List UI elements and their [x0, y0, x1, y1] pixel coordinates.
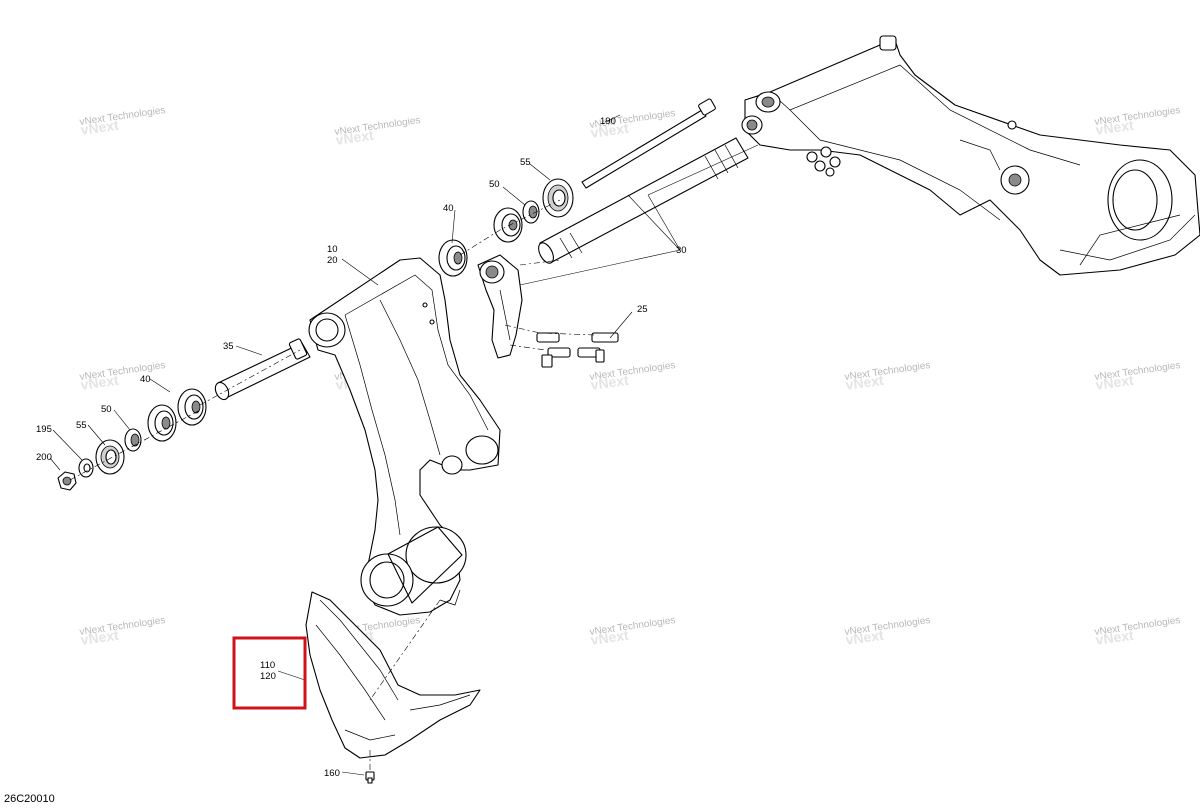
svg-text:vNext: vNext [590, 120, 630, 141]
callout-55: 55 [520, 157, 531, 168]
svg-text:vNext: vNext [1095, 372, 1135, 393]
svg-text:vNext: vNext [1095, 117, 1135, 138]
callout-50: 50 [489, 179, 500, 190]
svg-text:vNext Technologies: vNext Technologies [1094, 615, 1181, 638]
svg-text:vNext: vNext [1095, 627, 1135, 648]
callout-200: 200 [36, 452, 52, 463]
callout-20: 20 [327, 255, 338, 266]
seal-55-left [95, 439, 125, 475]
nut-200 [57, 471, 77, 491]
callout-10: 10 [327, 244, 338, 255]
bearing-40 [438, 239, 468, 277]
callout-30: 30 [676, 245, 687, 256]
svg-text:vNext: vNext [80, 627, 120, 648]
spacer-50-left [124, 428, 142, 452]
callout-35: 35 [223, 341, 234, 352]
splined-shaft-30 [538, 137, 749, 264]
link-bracket [477, 254, 523, 359]
svg-text:vNext Technologies: vNext Technologies [1094, 360, 1181, 383]
washer-195 [78, 458, 94, 478]
callout-110: 110 [260, 660, 275, 671]
svg-text:vNext Technologies: vNext Technologies [589, 615, 676, 638]
lower-arm-10-20 [308, 257, 501, 616]
callout-25: 25 [637, 304, 648, 315]
callout-40-left: 40 [140, 374, 151, 385]
callout-labels: 10 20 30 35 40 50 55 190 25 40 50 55 195… [36, 116, 687, 779]
svg-text:vNext: vNext [590, 372, 630, 393]
svg-text:vNext: vNext [590, 627, 630, 648]
callout-190: 190 [600, 116, 616, 127]
svg-text:vNext Technologies: vNext Technologies [589, 360, 676, 383]
svg-text:vNext: vNext [845, 372, 885, 393]
pin-190 [581, 98, 716, 189]
callout-40: 40 [443, 203, 454, 214]
callout-50-left: 50 [101, 404, 112, 415]
bearing-40-left [177, 388, 207, 426]
skid-plate-110-120 [305, 591, 481, 759]
bolt-160 [365, 771, 375, 784]
upper-swing-arm [741, 35, 1200, 276]
svg-text:vNext Technologies: vNext Technologies [844, 360, 931, 383]
bearing-40b-left [147, 404, 177, 442]
svg-text:vNext Technologies: vNext Technologies [334, 115, 421, 138]
highlight-box [232, 636, 307, 710]
seal-55 [542, 178, 574, 218]
svg-text:vNext: vNext [335, 127, 375, 148]
bearing-40b [493, 207, 523, 243]
callout-160: 160 [324, 768, 340, 779]
assembly-lines [69, 199, 596, 770]
callout-195: 195 [36, 424, 52, 435]
svg-text:vNext: vNext [80, 117, 120, 138]
svg-text:vNext: vNext [80, 372, 120, 393]
diagram-code: 26C20010 [4, 793, 55, 805]
callout-55-left: 55 [76, 420, 87, 431]
spacer-50 [522, 200, 540, 224]
svg-text:vNext Technologies: vNext Technologies [79, 615, 166, 638]
svg-text:vNext Technologies: vNext Technologies [1094, 105, 1181, 128]
svg-text:vNext Technologies: vNext Technologies [79, 360, 166, 383]
bolts-25 [536, 332, 619, 368]
svg-text:vNext Technologies: vNext Technologies [79, 105, 166, 128]
leader-lines [49, 114, 759, 776]
svg-text:vNext Technologies: vNext Technologies [844, 615, 931, 638]
pin-35 [214, 338, 311, 401]
callout-120: 120 [260, 671, 276, 682]
svg-text:vNext: vNext [845, 627, 885, 648]
